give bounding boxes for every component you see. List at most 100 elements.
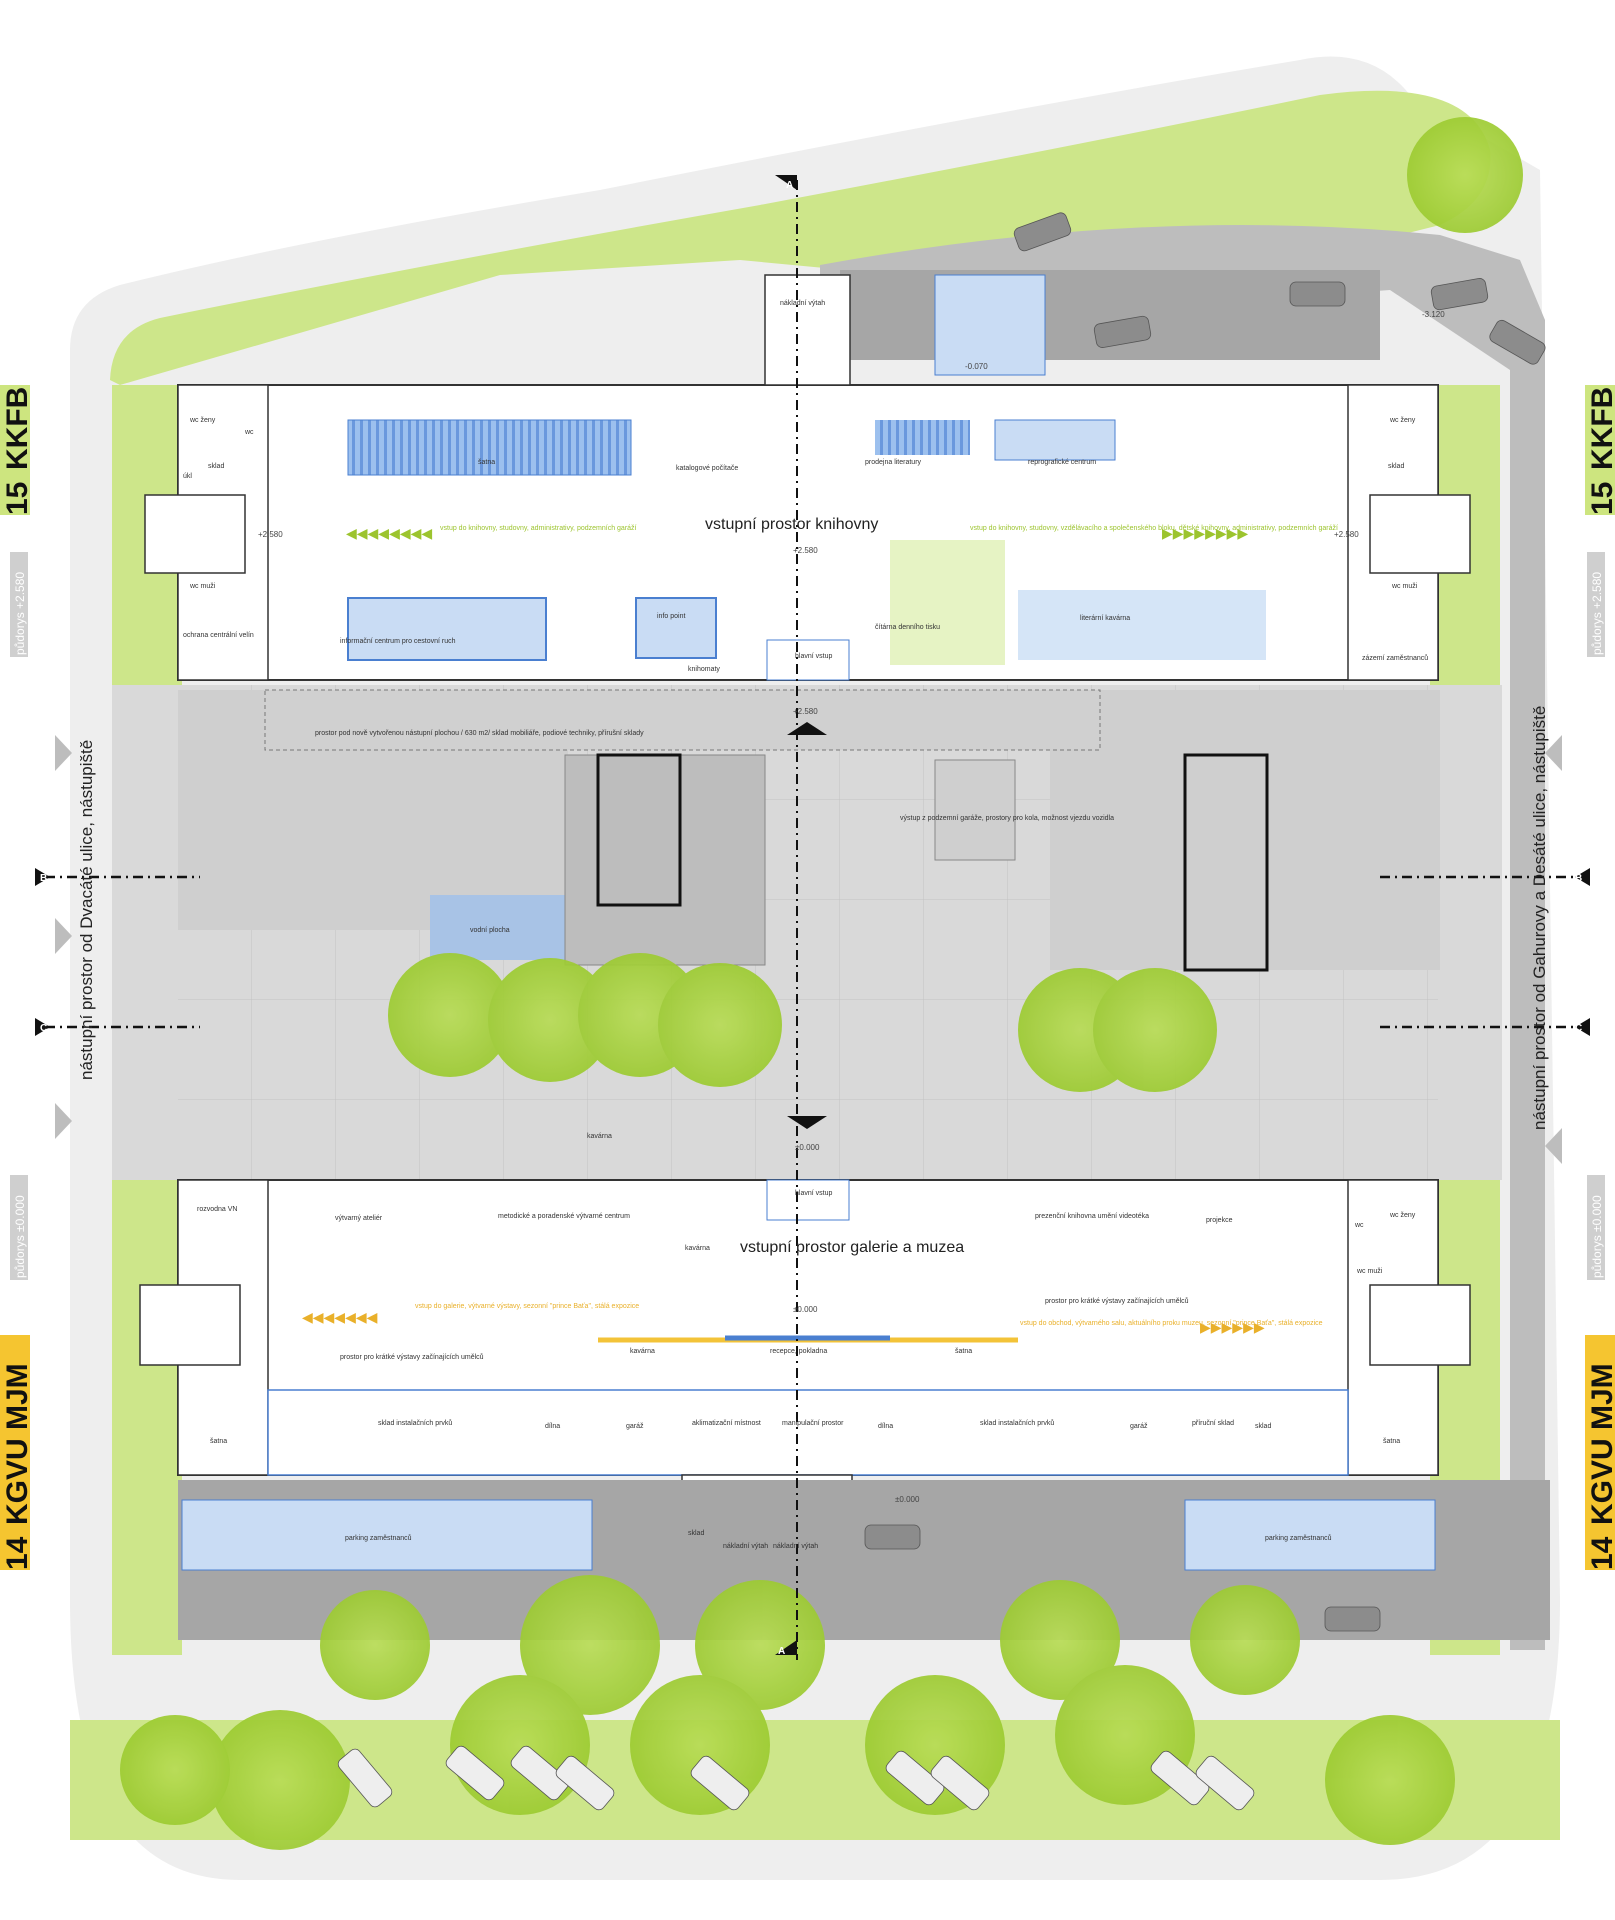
green-lawn-top (110, 90, 1491, 385)
library-entry-label: hlavní vstup (795, 653, 832, 660)
gallery-satna-right: šatna (1383, 1438, 1400, 1445)
level-library-hall: +2.580 (793, 546, 818, 555)
parking-left (181, 1499, 593, 1571)
gallery-wc-women: wc ženy (1389, 1212, 1416, 1219)
floor-tag-upper-right (1587, 552, 1605, 657)
library-repro-label: reprografické centrum (1028, 459, 1096, 466)
entry-arrow-top (787, 722, 827, 735)
floor-tag-lower-left-text: půdorys ±0.000 (13, 1195, 27, 1278)
gallery-tag-right-number: 14 (1586, 1536, 1615, 1570)
library-wc-women-right: wc ženy (1389, 417, 1416, 424)
gallery-satna-left: šatna (210, 1438, 227, 1445)
gallery-exhibit-right: prostor pro krátké výstavy začínajících … (1045, 1297, 1189, 1305)
parking-right (1184, 1499, 1436, 1571)
gallery-wc: wc (1354, 1222, 1364, 1229)
floor-tag-upper-left (10, 552, 28, 657)
library-wardrobe-label: šatna (478, 459, 495, 466)
gallery-sklad2: sklad instalačních prvků (980, 1419, 1054, 1427)
floor-tag-lower-right-text: půdorys ±0.000 (1590, 1195, 1604, 1278)
section-a-marker-top (775, 175, 797, 190)
library-tag-right-code: KKFB (1586, 387, 1615, 470)
gallery-tag-left-code: KGVU MJM (1, 1363, 34, 1525)
level-library-right: +2.580 (1334, 530, 1359, 539)
gallery-prirucni: příruční sklad (1192, 1420, 1234, 1427)
gallery-tag-left (0, 1335, 30, 1570)
gallery-reception: recepce, pokladna (770, 1348, 827, 1355)
gallery-tag-left-number: 14 (1, 1536, 34, 1570)
library-wardrobe (347, 419, 632, 476)
level-plaza: ±0.000 (795, 1143, 820, 1152)
gallery-rozvodna: rozvodna VN (197, 1206, 237, 1213)
section-b-marker-right (1575, 868, 1590, 886)
gallery-dilna1: dílna (545, 1423, 560, 1430)
library-cafe (1018, 590, 1266, 660)
library-flow-arrows-left: ◀◀◀◀◀◀◀◀ (346, 525, 432, 541)
section-c-marker-right (1575, 1018, 1590, 1036)
gallery-tag-right (1585, 1335, 1615, 1570)
gallery-projekce: projekce (1206, 1217, 1233, 1224)
gallery-sklad1: sklad instalačních prvků (378, 1419, 452, 1427)
entry-left-text: nástupní prostor od Dvacáté ulice, nástu… (77, 740, 96, 1080)
library-info-point (635, 597, 717, 659)
gallery-flow-right: vstup do obchod, výtvarného salu, aktuál… (1020, 1320, 1323, 1327)
library-shop (875, 420, 970, 455)
library-sklad-right: sklad (1388, 463, 1404, 470)
library-info-center (347, 597, 547, 661)
gallery-flow-left: vstup do galerie, výtvarné výstavy, sezo… (415, 1303, 639, 1310)
entry-arrow-bottom (787, 1116, 827, 1129)
gallery-kavarna: kavárna (685, 1245, 710, 1252)
library-shop-label: prodejna literatury (865, 459, 922, 466)
parking-left-label: parking zaměstnanců (345, 1534, 412, 1542)
section-a-marker-bottom (775, 1640, 797, 1655)
library-security: ochrana centrální velín (183, 632, 254, 639)
level-gallery-hall: ±0.000 (793, 1305, 818, 1314)
section-c-marker-left (35, 1018, 50, 1036)
library-wc-left: wc (244, 429, 254, 436)
cars (337, 212, 1546, 1811)
gallery-stair-left (139, 1284, 241, 1366)
plaza-stair-right (1050, 690, 1440, 970)
section-b-label-left: B (40, 873, 47, 884)
gallery-exhibit-left: prostor pro krátké výstavy začínajících … (340, 1353, 484, 1361)
water-surface (430, 895, 565, 960)
gallery-wardrobe-bar: šatna (955, 1348, 972, 1355)
gallery-garaz1: garáž (626, 1423, 644, 1430)
gallery-sklad3: sklad (1255, 1423, 1271, 1430)
garage-opening (564, 754, 766, 966)
library-sklad-left: sklad (208, 463, 224, 470)
library-staff: zázemí zaměstnanců (1362, 654, 1428, 662)
library-reading-label: čítárna denního tisku (875, 624, 940, 631)
gallery-title: vstupní prostor galerie a muzea (740, 1239, 964, 1256)
level-parking-top: -0.070 (965, 362, 988, 371)
side-arrows (55, 735, 1562, 1164)
plaza-cafe-label: kavárna (587, 1133, 612, 1140)
gallery-flow-arrows-right: ▶▶▶▶▶▶ (1200, 1319, 1265, 1335)
parking-top-ramp (934, 274, 1046, 376)
section-a-label-top: A (786, 180, 793, 191)
exit-structure (934, 759, 1016, 861)
gallery-entry-label: hlavní vstup (795, 1190, 832, 1197)
library-knihomaty-label: knihomaty (688, 666, 720, 673)
library-stair-left (144, 494, 246, 574)
gallery-prezencni: prezenční knihovna umění videotéka (1035, 1213, 1149, 1220)
library-tag-right (1585, 385, 1615, 515)
library-wc-men-left: wc muži (189, 583, 216, 590)
library-title: vstupní prostor knihovny (705, 516, 878, 533)
library-flow-right: vstup do knihovny, studovny, vzdělávacíh… (970, 525, 1338, 532)
library-repro (994, 419, 1116, 461)
level-plaza-upper: +2.580 (793, 707, 818, 716)
library-reading (890, 540, 1005, 665)
floor-tag-upper-right-text: půdorys +2.580 (1590, 572, 1604, 655)
parking-right-label: parking zaměstnanců (1265, 1534, 1332, 1542)
floor-tag-upper-left-text: půdorys +2.580 (13, 572, 27, 655)
canopy-right (1183, 753, 1269, 972)
canopy-left (596, 753, 682, 907)
section-c-label-left: C (40, 1023, 47, 1034)
section-b-marker-left (35, 868, 50, 886)
plaza-underground-label: prostor pod nově vytvořenou nástupní plo… (315, 730, 644, 737)
gallery-wc-men: wc muži (1356, 1268, 1383, 1275)
gallery-flow-arrows-left: ◀◀◀◀◀◀◀ (302, 1309, 378, 1325)
gallery-aklimat: aklimatizační místnost (692, 1420, 761, 1427)
trees (120, 117, 1523, 1850)
plaza-water-label: vodní plocha (470, 927, 510, 934)
